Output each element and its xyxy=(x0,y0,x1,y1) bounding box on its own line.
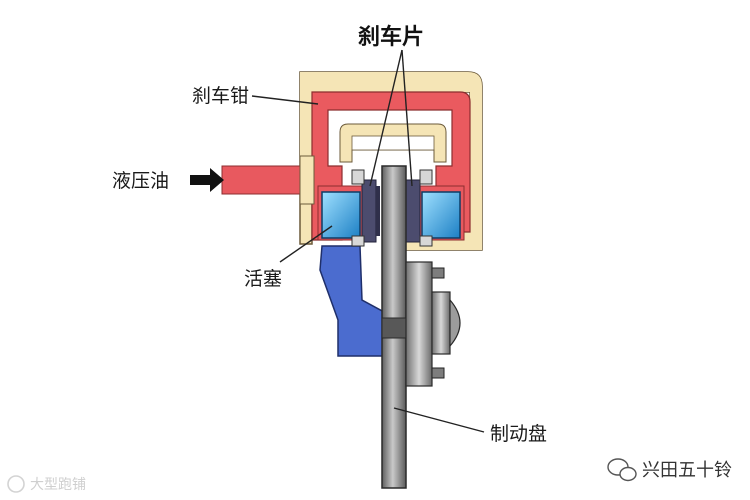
watermark-left-text: 大型跑铺 xyxy=(30,477,86,493)
piston-seal-left-bot xyxy=(351,235,365,247)
watermark-left: 大型跑铺 xyxy=(7,475,86,493)
caliper-inner-gap xyxy=(351,135,435,151)
watermark-right: 兴田五十铃 xyxy=(607,458,732,482)
brake-disc-band xyxy=(381,317,407,339)
leader-brake-pad-right xyxy=(401,49,413,187)
label-caliper: 刹车钳 xyxy=(192,85,249,107)
hydraulic-arrow-icon xyxy=(190,168,224,192)
label-brake-disc: 制动盘 xyxy=(490,423,547,445)
hydraulic-inlet-wall xyxy=(299,155,315,205)
piston-seal-left-top xyxy=(351,169,365,185)
watermark-right-text: 兴田五十铃 xyxy=(642,460,732,481)
pad-backing-left xyxy=(376,186,380,236)
brake-pad-left xyxy=(361,179,377,243)
leader-caliper xyxy=(251,95,319,105)
piston-seal-right-bot xyxy=(419,235,433,247)
piston-right xyxy=(421,191,461,239)
hub-bolt-top xyxy=(431,267,445,279)
leader-brake-disc xyxy=(393,407,485,433)
hub-bolt-bottom xyxy=(431,367,445,379)
leader-brake-pad-left xyxy=(369,49,403,187)
label-brake-pad: 刹车片 xyxy=(358,24,424,50)
wheel-hub-dome xyxy=(449,298,461,348)
leader-piston xyxy=(279,225,333,263)
label-hydraulic-oil: 液压油 xyxy=(112,170,169,192)
watermark-logo-icon xyxy=(7,475,25,493)
caliper-mount-bracket xyxy=(319,245,385,357)
wheel-hub-flange xyxy=(405,261,433,387)
piston-seal-right-top xyxy=(419,169,433,185)
wechat-icon xyxy=(607,458,637,482)
wheel-hub-center xyxy=(431,291,451,355)
brake-pad-right xyxy=(405,179,421,243)
label-piston: 活塞 xyxy=(244,268,282,290)
piston-left xyxy=(321,191,361,239)
